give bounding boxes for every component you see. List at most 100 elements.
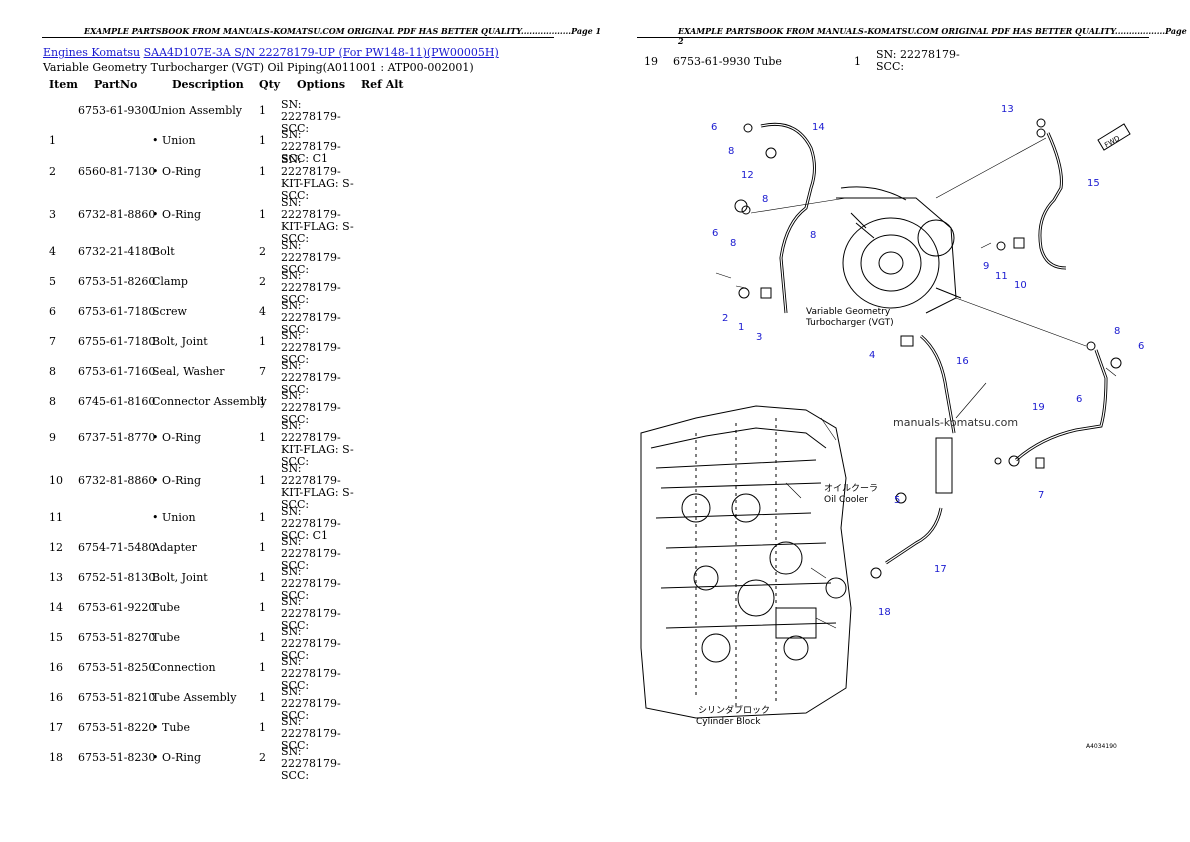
- row-item: 11: [49, 511, 63, 524]
- row-option-line: SN: 22278179-: [281, 505, 341, 530]
- row-description: Seal, Washer: [152, 365, 225, 378]
- row-item: 4: [49, 245, 56, 258]
- figure-code: A4034190: [1086, 743, 1117, 750]
- row-options: SN: 22278179-SCC:: [281, 566, 361, 602]
- page1-header-rule: [42, 37, 554, 38]
- row-item: 3: [49, 208, 56, 221]
- row-options: SN: 22278179-SCC:: [281, 390, 361, 426]
- row-option-line: SCC:: [281, 709, 310, 722]
- row-option-line: SN: 22278179-: [281, 359, 341, 384]
- row-item: 7: [49, 335, 56, 348]
- row-qty: 1: [259, 691, 266, 704]
- row-option-line: SCC:: [281, 498, 310, 511]
- row-partno: 6753-51-8250: [78, 661, 156, 674]
- row-qty: 2: [259, 751, 266, 764]
- row-options: SN: 22278179-SCC: C1: [281, 129, 361, 165]
- col-header-description: Description: [172, 78, 244, 91]
- callout-9: 9: [983, 261, 989, 272]
- label-oil-cooler: Oil Cooler: [824, 495, 868, 505]
- callout-6a: 6: [711, 122, 717, 133]
- row-options: SN: 22278179-SCC:: [281, 716, 361, 752]
- row-option-line: SCC:: [281, 739, 310, 752]
- row-item: 16: [49, 661, 63, 674]
- row-item: 1: [49, 134, 56, 147]
- row-qty: 1: [259, 511, 266, 524]
- row-item: 18: [49, 751, 63, 764]
- row-description: Tube Assembly: [152, 691, 237, 704]
- callout-6b: 6: [712, 228, 718, 239]
- col-header-partno: PartNo: [94, 78, 138, 91]
- breadcrumb-link-engines[interactable]: Engines Komatsu: [43, 46, 141, 59]
- row-option-line: KIT-FLAG: S-: [281, 177, 354, 190]
- row-description: Tube: [152, 601, 180, 614]
- row-options: SN: 22278179-SCC:: [281, 656, 361, 692]
- callout-12: 12: [741, 170, 754, 181]
- row-qty: 1: [259, 601, 266, 614]
- row-option-line: SN: 22278179-: [281, 535, 341, 560]
- tube-14: [760, 122, 816, 314]
- breadcrumb-link-model[interactable]: SAA4D107E-3A S/N 22278179-UP (For PW148-…: [143, 46, 499, 59]
- row-qty: 1: [259, 395, 266, 408]
- row-option-line: SCC:: [281, 353, 310, 366]
- row-qty: 1: [259, 721, 266, 734]
- row-partno: 6753-61-9220: [78, 601, 156, 614]
- row-description: • O-Ring: [152, 751, 202, 764]
- row-option-line: SN: 22278179-: [281, 745, 341, 770]
- callout-17: 17: [934, 564, 947, 575]
- page2-row-option-scc: SCC:: [876, 60, 905, 73]
- row-description: Connection: [152, 661, 216, 674]
- callout-16: 16: [956, 356, 969, 367]
- col-header-refalt: Ref Alt: [361, 78, 404, 91]
- page2-row-options: SN: 22278179- SCC:: [876, 49, 960, 73]
- row-option-line: SCC:: [281, 589, 310, 602]
- row-option-line: SN: 22278179-: [281, 625, 341, 650]
- row-options: SN: 22278179-SCC: C1: [281, 506, 361, 542]
- page2-header-rule: [637, 37, 1149, 38]
- row-partno: 6732-81-8860: [78, 474, 156, 487]
- row-qty: 1: [259, 631, 266, 644]
- row-item: 6: [49, 305, 56, 318]
- page2-row-option-sn: SN: 22278179-: [876, 48, 960, 61]
- callout-19: 19: [1032, 402, 1045, 413]
- callout-8a: 8: [728, 146, 734, 157]
- row-description: Bolt: [152, 245, 175, 258]
- row-option-line: SCC:: [281, 232, 310, 245]
- row-option-line: SN: 22278179-: [281, 196, 341, 221]
- row-option-line: SCC:: [281, 559, 310, 572]
- label-cylinder-block: Cylinder Block: [696, 717, 761, 727]
- row-options: SN: 22278179-KIT-FLAG: S-SCC:: [281, 197, 361, 245]
- row-qty: 2: [259, 275, 266, 288]
- row-partno: 6753-51-8230: [78, 751, 156, 764]
- row-qty: 1: [259, 335, 266, 348]
- turbocharger-drawing: [836, 186, 962, 314]
- callouts: 1 2 3 4 5 6 6 6 6 7 8 8 8 8 8 9 10 11 12…: [711, 104, 1144, 618]
- callout-6c: 6: [1138, 341, 1144, 352]
- row-partno: 6753-61-7180: [78, 305, 156, 318]
- watermark: manuals-komatsu.com: [893, 416, 1018, 429]
- row-description: • O-Ring: [152, 431, 202, 444]
- row-description: Clamp: [152, 275, 188, 288]
- row-option-line: SCC:: [281, 413, 310, 426]
- row-option-line: SN: 22278179-: [281, 128, 341, 153]
- col-header-options: Options: [297, 78, 346, 91]
- row-option-line: SCC: C1: [281, 152, 328, 165]
- row-options: SN: 22278179-SCC:: [281, 536, 361, 572]
- row-option-line: SN: 22278179-: [281, 462, 341, 487]
- row-qty: 1: [259, 208, 266, 221]
- row-option-line: SN: 22278179-: [281, 329, 341, 354]
- row-option-line: SN: 22278179-: [281, 565, 341, 590]
- fwd-arrow: [1097, 123, 1131, 151]
- row-item: 5: [49, 275, 56, 288]
- callout-8b: 8: [762, 194, 768, 205]
- callout-4: 4: [869, 350, 875, 361]
- row-option-line: SCC:: [281, 769, 310, 782]
- row-description: • O-Ring: [152, 165, 202, 178]
- callout-18: 18: [878, 607, 891, 618]
- row-qty: 1: [259, 431, 266, 444]
- row-option-line: SN: 22278179-: [281, 239, 341, 264]
- row-option-line: KIT-FLAG: S-: [281, 486, 354, 499]
- row-partno: 6560-81-7130: [78, 165, 156, 178]
- row-description: Tube: [152, 631, 180, 644]
- row-description: • O-Ring: [152, 208, 202, 221]
- row-option-line: SCC:: [281, 679, 310, 692]
